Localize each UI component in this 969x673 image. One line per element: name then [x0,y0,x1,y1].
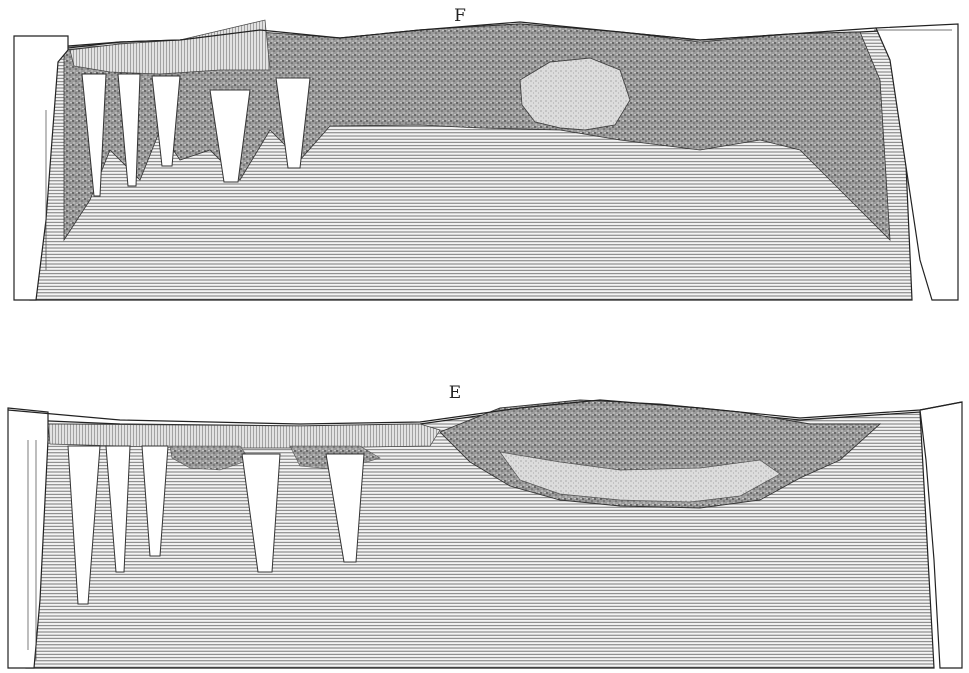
section-f-cap-layer [70,20,270,74]
section-e: E [8,383,962,668]
section-f-label: F [454,6,466,26]
section-f: F [14,6,958,300]
section-e-label: E [449,383,461,403]
section-e-top-band [48,424,440,448]
